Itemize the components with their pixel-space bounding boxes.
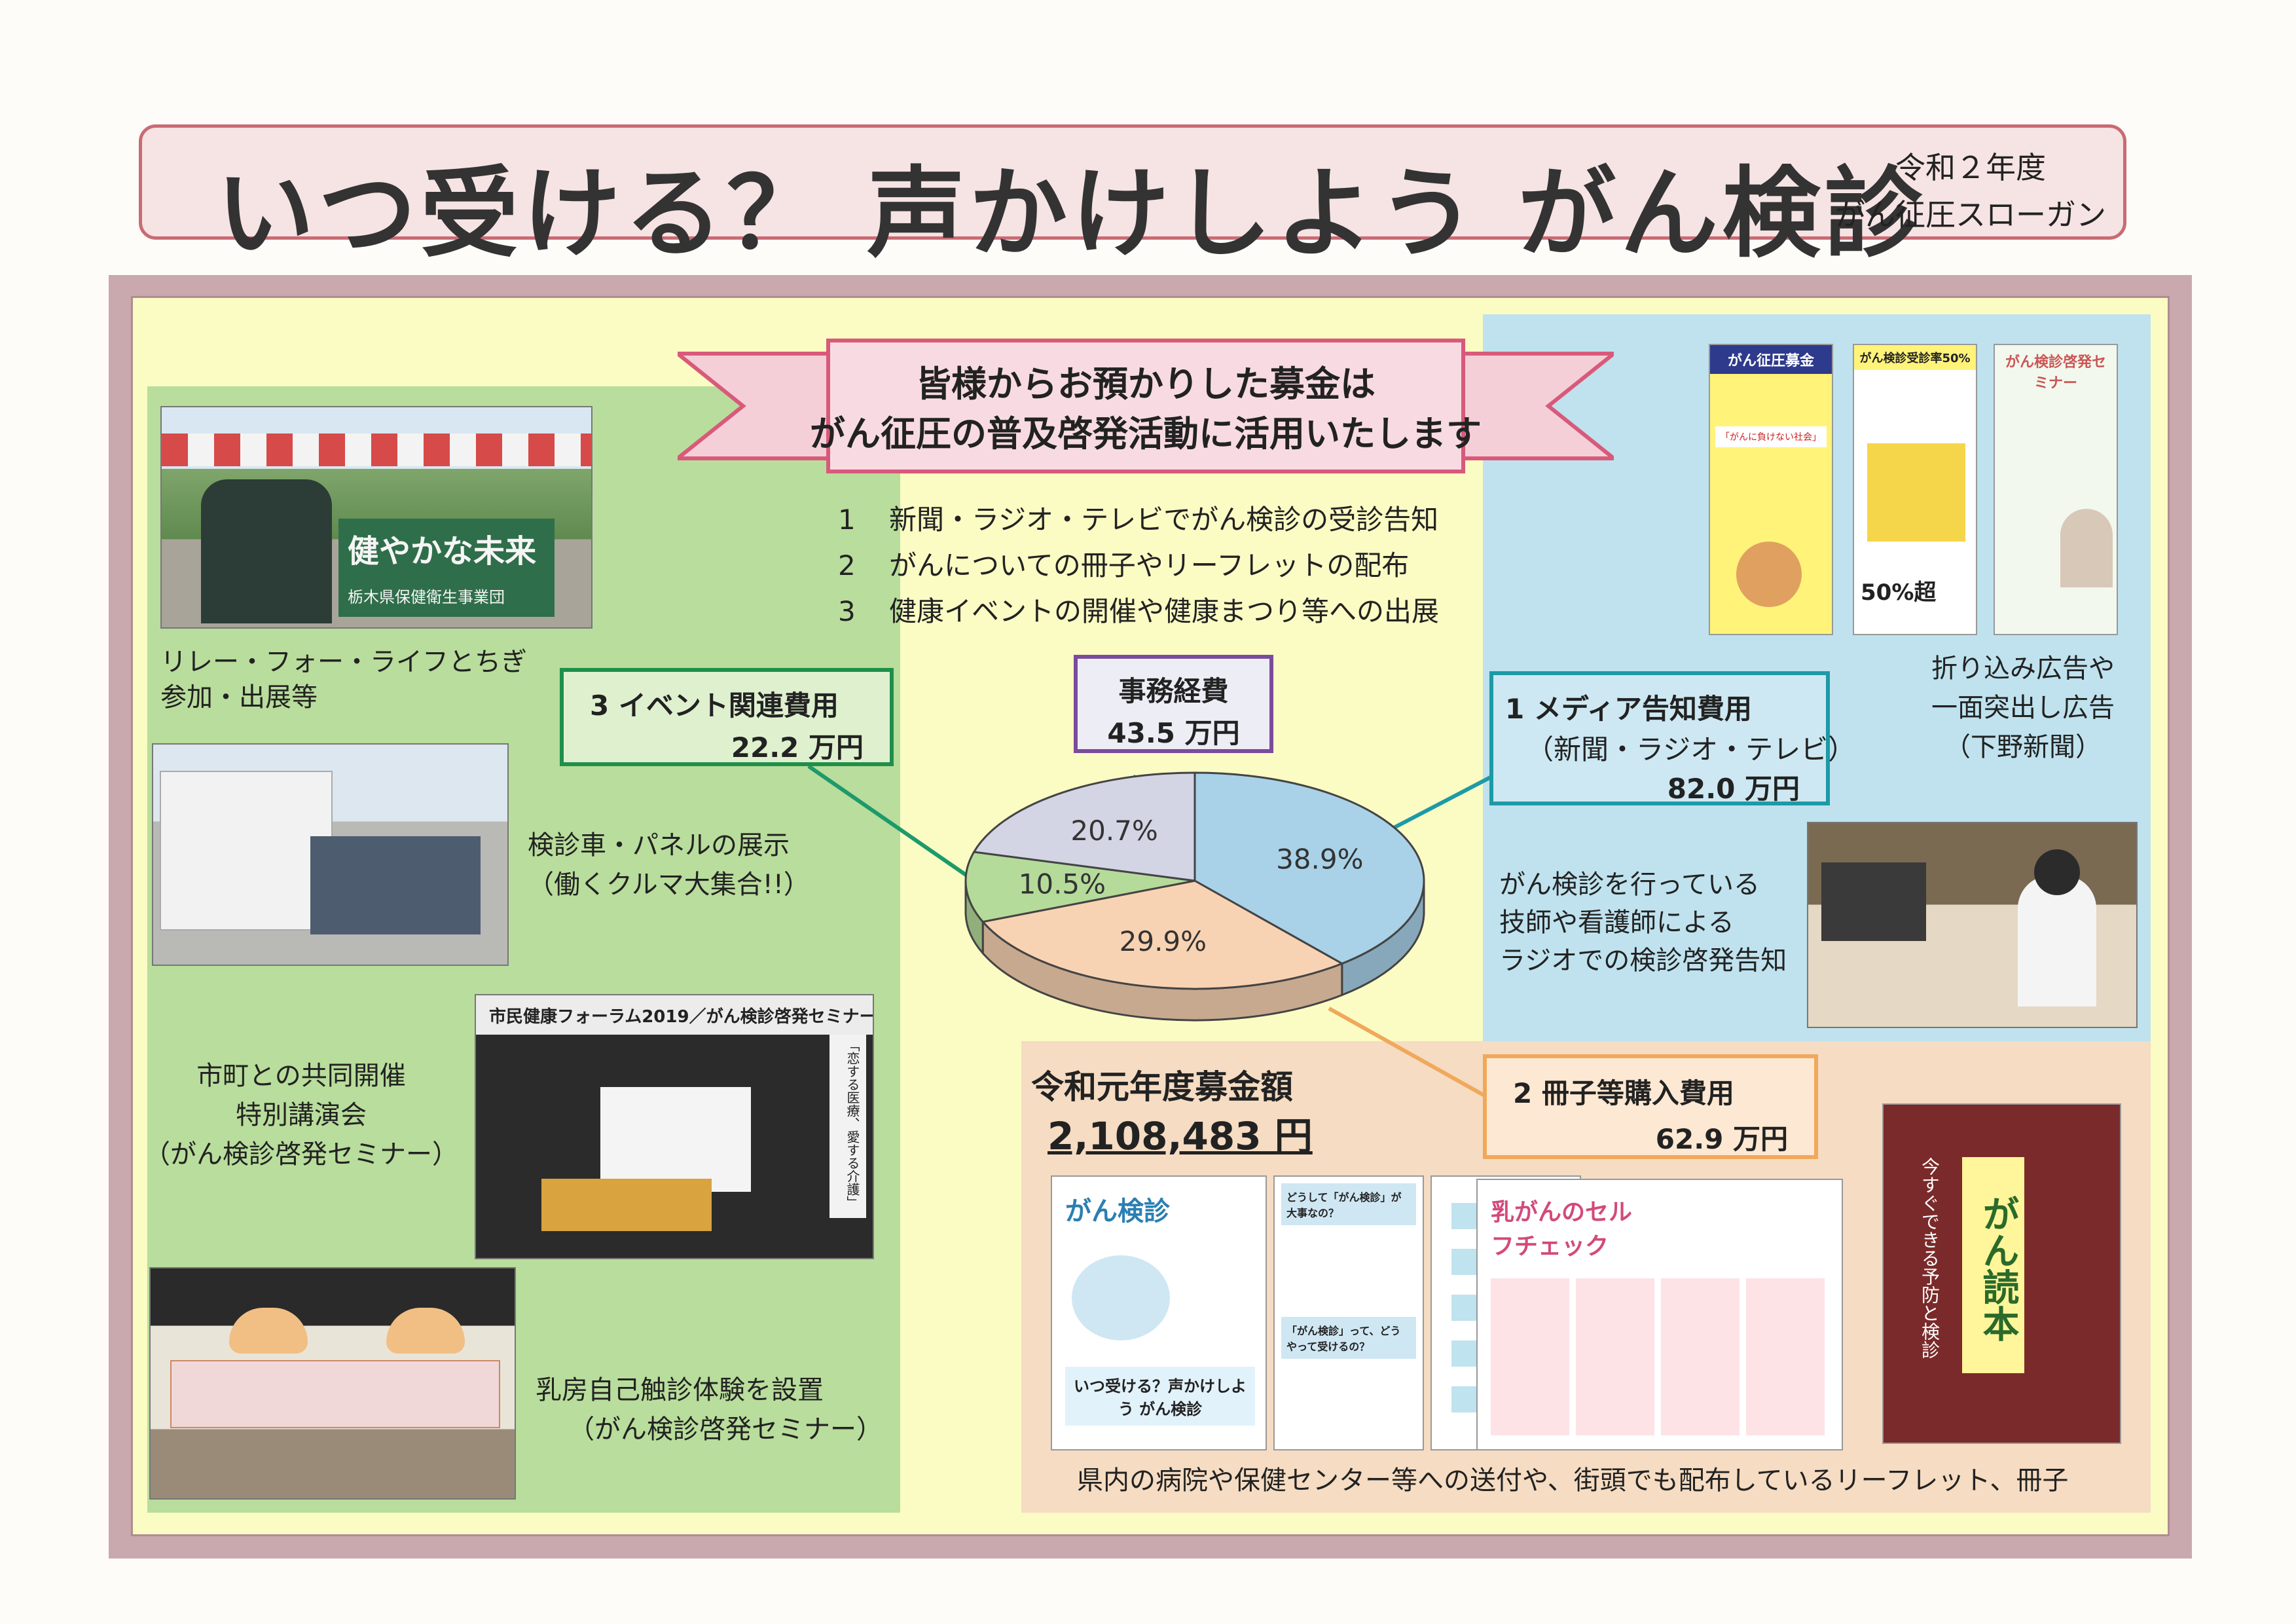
ribbon-line-1: 皆様からお預かりした募金は — [916, 363, 1376, 405]
breast-caption-2: （がん検診啓発セミナー） — [568, 1414, 883, 1445]
relay-caption-1: リレー・フォー・ライフとちぎ — [160, 647, 527, 677]
media-cost-amount: 82.0 万円 — [1667, 773, 1800, 805]
budget-pie-chart: 38.9% 29.9% 10.5% 20.7% — [964, 771, 1425, 1022]
office-cost-box: 事務経費 43.5 万円 — [1074, 655, 1273, 753]
relay-caption-2: 参加・出展等 — [160, 682, 318, 712]
donation-label: 令和元年度募金額 — [1031, 1068, 1293, 1106]
donation-amount: 2,108,483 円 — [1048, 1114, 1313, 1158]
breast-exam-photo — [149, 1267, 516, 1500]
event-cost-box: 3 イベント関連費用 22.2 万円 — [560, 668, 894, 766]
ad-leaflet-1: がん征圧募金 「がんに負けない社会」 — [1709, 344, 1833, 635]
ad-leaflet-3: がん検診啓発セミナー — [1994, 344, 2118, 635]
donation-ribbon: 皆様からお預かりした募金は がん征圧の普及啓発活動に活用いたします — [672, 334, 1620, 478]
pie-slice-4 — [972, 771, 1196, 882]
relay-banner-sign: 健やかな未来 栃木県保健衛生事業団 — [338, 519, 555, 617]
pie-label-2: 29.9% — [1120, 925, 1207, 957]
lecture-caption-2: 特別講演会 — [236, 1100, 367, 1130]
radio-photo — [1807, 822, 2138, 1028]
event-cost-amount: 22.2 万円 — [731, 731, 864, 764]
relay-photo: 健やかな未来 栃木県保健衛生事業団 — [160, 406, 592, 629]
pie-label-4: 20.7% — [1070, 815, 1157, 847]
booklet-cost-title: 2 冊子等購入費用 — [1513, 1077, 1734, 1109]
radio-caption-2: 技師や看護師による — [1499, 908, 1734, 938]
office-cost-title: 事務経費 — [1118, 675, 1229, 707]
leaflet-cancer-screening: がん検診 いつ受ける？声かけしよう がん検診 — [1051, 1175, 1267, 1450]
ad-leaflet-2: がん検診受診率50% 50%超 — [1853, 344, 1977, 635]
pie-label-3: 10.5% — [1019, 868, 1106, 900]
ad-caption-2: 一面突出し広告 — [1931, 693, 2115, 723]
media-cost-sub: （新聞・ラジオ・テレビ） — [1526, 733, 1856, 766]
media-cost-box: 1 メディア告知費用 （新聞・ラジオ・テレビ） 82.0 万円 — [1489, 671, 1855, 805]
ribbon-line-2: がん征圧の普及啓発活動に活用いたします — [810, 413, 1482, 454]
distribution-caption: 県内の病院や保健センター等への送付や、街頭でも配布しているリーフレット、冊子 — [1077, 1466, 2069, 1496]
title-banner — [139, 124, 2126, 240]
leaflet-why-screening: どうして「がん検診」が大事なの？ 「がん検診」って、どうやって受けるの？ — [1273, 1175, 1424, 1450]
vehicle-caption-2: （働くクルマ大集合!!） — [528, 870, 810, 900]
pie-slice-1 — [1194, 771, 1425, 965]
event-cost-title: 3 イベント関連費用 — [590, 690, 839, 722]
radio-caption-3: ラジオでの検診啓発告知 — [1499, 946, 1787, 976]
media-cost-title: 1 メディア告知費用 — [1505, 693, 1752, 725]
breast-caption-1: 乳房自己触診体験を設置 — [536, 1375, 824, 1405]
leaflet-breast-self-check: 乳がんのセルフチェック — [1476, 1179, 1843, 1450]
ad-caption-3: （下野新聞） — [1944, 732, 2102, 762]
ad-caption-1: 折り込み広告や — [1931, 654, 2115, 684]
radio-caption-1: がん検診を行っている — [1499, 870, 1760, 900]
vehicle-photo — [152, 743, 509, 966]
booklet-cost-amount: 62.9 万円 — [1655, 1123, 1788, 1155]
pie-slice-2 — [981, 879, 1345, 990]
lecture-caption-1: 市町との共同開催 — [196, 1061, 406, 1091]
pie-slice-3 — [964, 851, 1195, 923]
vehicle-caption-1: 検診車・パネルの展示 — [528, 830, 790, 860]
office-cost-amount: 43.5 万円 — [1107, 717, 1240, 749]
slogan-label: がん征圧スローガン — [1835, 197, 2106, 232]
fiscal-year-label: 令和２年度 — [1895, 150, 2046, 185]
booklet-cost-box: 2 冊子等購入費用 62.9 万円 — [1483, 1054, 1818, 1159]
lecture-photo: 市民健康フォーラム2019／がん検診啓発セミナー 「恋する医療、愛する介護」 — [475, 994, 874, 1259]
pie-label-1: 38.9% — [1276, 843, 1363, 875]
page-title: いつ受ける？ 声かけしよう がん検診 — [216, 157, 1927, 271]
lecture-caption-3: （がん検診啓発セミナー） — [144, 1139, 458, 1170]
ribbon-shape — [672, 339, 1620, 473]
booklet-cancer-reader: がん読本 今すぐできる予防と検診 — [1882, 1103, 2121, 1444]
